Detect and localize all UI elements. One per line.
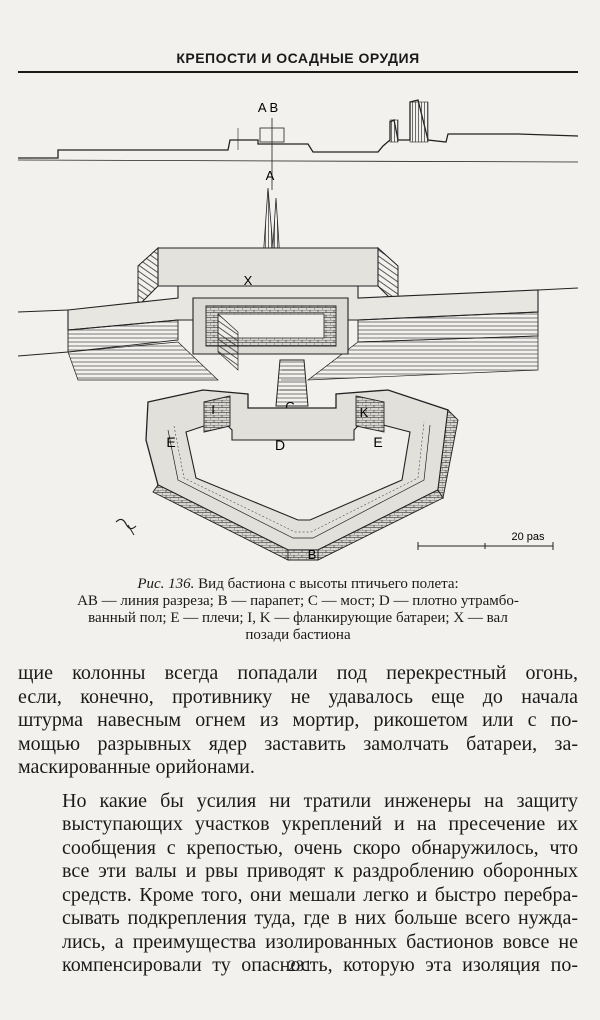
orientation-mark-icon <box>115 518 137 536</box>
caption-line-3: ванный пол; E — плечи; I, K — фланкирующ… <box>88 610 508 626</box>
caption-line-4: позади бастиона <box>245 627 351 643</box>
rampart-x: X <box>137 246 399 308</box>
text-line: штурма навесным огнем из мортир, рикошет… <box>18 709 578 731</box>
body-text: щие колонны всегда попадали под перекрес… <box>18 662 578 978</box>
text-line: выступающих участков укреплений и на пре… <box>62 813 578 835</box>
label-a: A <box>266 168 275 183</box>
text-line: Но какие бы усилия ни тратили инженеры н… <box>62 789 578 812</box>
bastion: I K E D E <box>145 389 459 561</box>
scale-label: 20 pas <box>511 531 545 543</box>
scale-bar: 20 pas <box>417 531 554 550</box>
header-rule <box>18 71 578 73</box>
label-ab: A B <box>258 100 278 115</box>
label-d: D <box>275 437 285 453</box>
text-line: щие колонны всегда попадали под перекрес… <box>18 662 578 684</box>
section-profile <box>17 99 579 163</box>
label-e-right: E <box>373 434 382 450</box>
text-line: если, конечно, противнику не удавалось е… <box>18 685 578 708</box>
label-c: C <box>285 399 294 414</box>
label-b: B <box>308 547 317 562</box>
bridge-c: C <box>275 359 309 414</box>
page-number: 231 <box>288 958 312 975</box>
curtain-wall <box>17 285 579 381</box>
text-line: сывать подкрепления туда, где в них боль… <box>62 907 578 929</box>
text-line: средств. Кроме того, они мешали легко и … <box>62 883 578 906</box>
label-e-left: E <box>166 434 175 450</box>
inner-gate <box>192 297 349 371</box>
cut-line-ab: A B A <box>258 100 278 190</box>
bastion-illustration: A B A X <box>17 80 579 570</box>
label-i: I <box>211 403 214 417</box>
text-line: мощью разрывных ядер заставить замолчать… <box>18 732 578 755</box>
caption-line-1: Вид бастиона с высоты птичьего полета: <box>194 576 459 592</box>
text-line: все эти валы и рвы приводят к раздроблен… <box>62 860 578 882</box>
text-line: сообщения с крепостью, очень скоро обнар… <box>62 836 578 859</box>
paragraph-1: щие колонны всегда попадали под перекрес… <box>18 662 578 780</box>
label-x: X <box>244 273 253 288</box>
figure-caption: Рис. 136. Вид бастиона с высоты птичьего… <box>18 576 578 644</box>
paragraph-2: Но какие бы усилия ни тратили инженеры н… <box>18 790 578 978</box>
text-line: лись, а преимущества изолированных басти… <box>62 930 578 953</box>
spike-a <box>262 187 281 261</box>
text-line: маскированные орийонами. <box>18 756 255 778</box>
running-header: КРЕПОСТИ И ОСАДНЫЕ ОРУДИЯ <box>176 50 420 66</box>
text-line: компенсировали ту опасность, которую эта… <box>62 954 578 976</box>
label-k: K <box>360 405 369 420</box>
caption-figure-ref: Рис. 136. <box>137 576 195 592</box>
caption-line-2: AB — линия разреза; B — парапет; C — мос… <box>77 593 519 609</box>
